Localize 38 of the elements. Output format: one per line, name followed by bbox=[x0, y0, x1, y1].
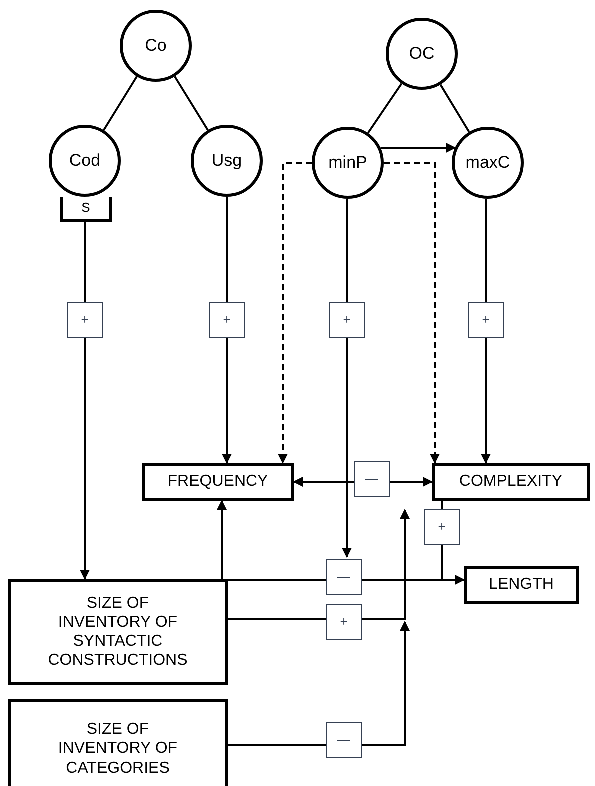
tag-box bbox=[60, 197, 112, 222]
edge-label: + bbox=[326, 604, 362, 640]
connector-line bbox=[174, 76, 209, 131]
arrow bbox=[228, 621, 410, 746]
node-label: FREQUENCY bbox=[168, 472, 268, 492]
connector-line bbox=[367, 83, 403, 134]
connector-line bbox=[103, 76, 138, 131]
node-label: S bbox=[82, 199, 90, 218]
node-label: SIZE OF INVENTORY OF SYNTACTIC CONSTRUCTIONS bbox=[48, 594, 188, 670]
arrow bbox=[228, 509, 410, 620]
arrow bbox=[217, 500, 227, 579]
node-label: SIZE OF INVENTORY OF CATEGORIES bbox=[57, 720, 179, 778]
arrow bbox=[80, 222, 90, 580]
concept-box bbox=[142, 463, 294, 501]
node-label: maxC bbox=[466, 152, 510, 174]
edge-label: — bbox=[326, 722, 362, 758]
concept-box bbox=[8, 699, 228, 786]
concept-box bbox=[464, 566, 579, 604]
edge-label: — bbox=[354, 461, 390, 497]
node-label: Usg bbox=[212, 150, 242, 172]
connector-line bbox=[440, 84, 470, 133]
edge-label: + bbox=[424, 509, 460, 545]
node-label: OC bbox=[409, 43, 435, 66]
arrow bbox=[342, 198, 352, 558]
node-label: Cod bbox=[69, 150, 101, 172]
node-label: minP bbox=[328, 152, 368, 174]
dashed-arrow bbox=[384, 162, 440, 464]
node-label: Co bbox=[145, 35, 167, 58]
concept-box bbox=[432, 463, 590, 501]
node-label: LENGTH bbox=[489, 575, 554, 595]
concept-box bbox=[8, 579, 228, 685]
dashed-arrow bbox=[278, 162, 312, 464]
edge-label: + bbox=[468, 302, 504, 338]
edge-label: + bbox=[209, 302, 245, 338]
edge-label: + bbox=[329, 302, 365, 338]
node-label: COMPLEXITY bbox=[459, 472, 563, 492]
edge-label: + bbox=[67, 302, 103, 338]
edge-label: — bbox=[326, 559, 362, 595]
